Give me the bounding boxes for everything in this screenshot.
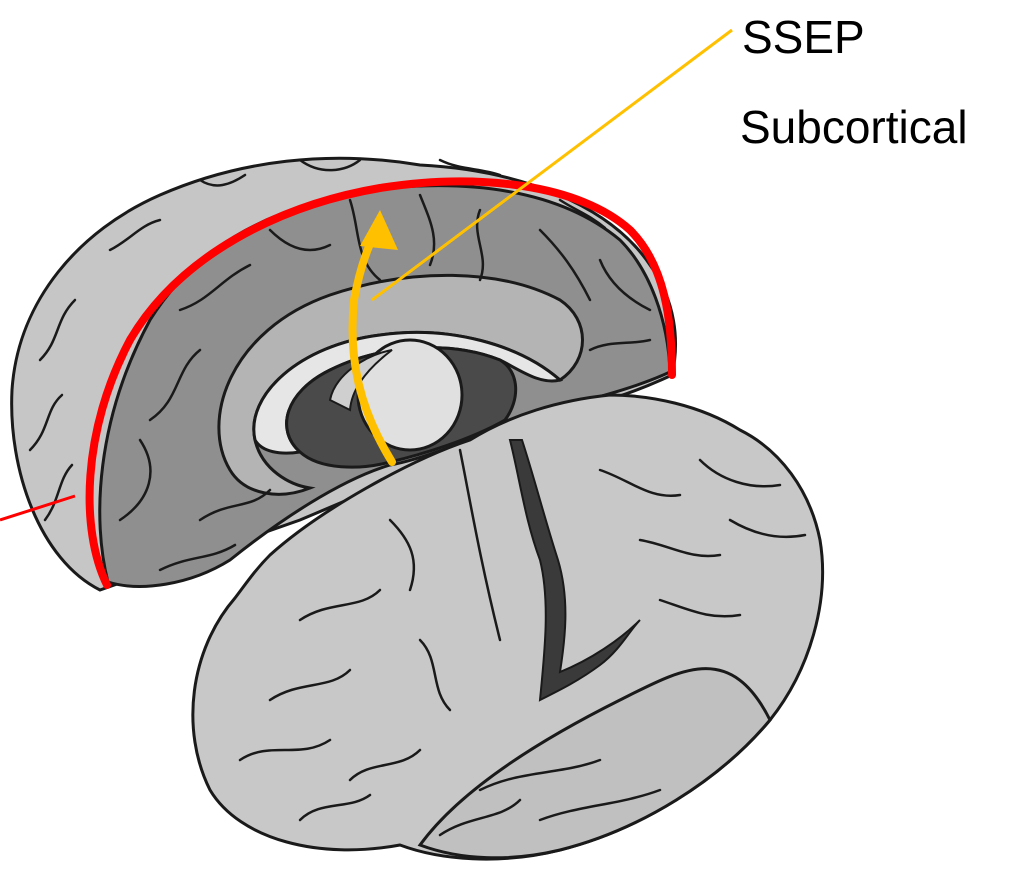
subcortical-label: Subcortical <box>740 104 968 150</box>
ssep-label: SSEP <box>742 14 865 60</box>
